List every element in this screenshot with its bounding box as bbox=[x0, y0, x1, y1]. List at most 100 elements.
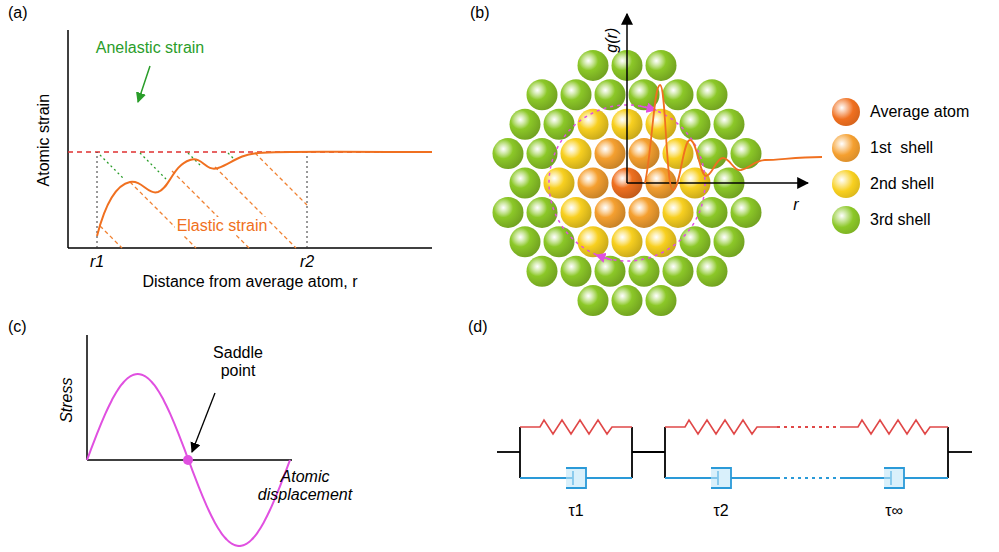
dashpot-cylinder bbox=[711, 468, 731, 488]
atom bbox=[527, 256, 558, 287]
kelvin-chain bbox=[497, 420, 972, 488]
dashpot-rod bbox=[904, 477, 948, 479]
atom bbox=[510, 109, 541, 140]
chain-wire bbox=[497, 451, 520, 453]
y-axis bbox=[86, 335, 88, 460]
axis-title: Atomic strain bbox=[35, 94, 53, 186]
shell-arrow bbox=[596, 255, 612, 260]
atom bbox=[646, 50, 677, 81]
panel-a bbox=[68, 30, 432, 248]
axis-title: g(r) bbox=[603, 28, 621, 53]
legend-label: Average atom bbox=[870, 103, 969, 121]
atom bbox=[680, 226, 711, 257]
x-axis bbox=[68, 247, 432, 249]
legend-entry: 2nd shell bbox=[832, 170, 934, 198]
atom bbox=[714, 226, 745, 257]
anelastic-leader bbox=[138, 66, 150, 102]
atom bbox=[680, 109, 711, 140]
axis-tick: r1 bbox=[90, 253, 104, 271]
atom bbox=[527, 138, 558, 169]
annotation: Saddle point bbox=[203, 344, 273, 381]
atom bbox=[493, 197, 524, 228]
atom bbox=[663, 79, 694, 110]
dashpot-rod bbox=[586, 477, 632, 479]
atom bbox=[561, 79, 592, 110]
atom bbox=[663, 197, 694, 228]
dashpot-rod bbox=[520, 477, 573, 479]
legend-label: 1st shell bbox=[870, 139, 933, 157]
atom bbox=[731, 138, 762, 169]
element-bar bbox=[519, 427, 521, 478]
atom bbox=[544, 226, 575, 257]
atom bbox=[595, 138, 626, 169]
continuation bbox=[777, 426, 840, 428]
legend-entry: Average atom bbox=[832, 98, 969, 126]
legend-entry: 1st shell bbox=[832, 134, 933, 162]
atom bbox=[629, 256, 660, 287]
time-constant: τ∞ bbox=[885, 502, 903, 520]
atom bbox=[629, 138, 660, 169]
atom bbox=[646, 109, 677, 140]
spring bbox=[520, 420, 632, 434]
legend-label: 3rd shell bbox=[870, 211, 930, 229]
atom bbox=[578, 168, 609, 199]
spring bbox=[665, 420, 777, 434]
atom bbox=[595, 197, 626, 228]
axis-title: Atomic displacement bbox=[255, 468, 355, 505]
atom bbox=[663, 256, 694, 287]
legend-entry: 3rd shell bbox=[832, 206, 930, 234]
saddle-leader bbox=[192, 393, 215, 452]
axis-title: Stress bbox=[59, 377, 77, 422]
panel-b bbox=[549, 14, 822, 261]
atom bbox=[731, 197, 762, 228]
legend-label: 2nd shell bbox=[870, 175, 934, 193]
r2-marker bbox=[307, 152, 308, 248]
legend-swatch bbox=[832, 170, 860, 198]
atom bbox=[578, 226, 609, 257]
atom bbox=[578, 50, 609, 81]
dashpot-cylinder bbox=[884, 468, 904, 488]
atom bbox=[544, 168, 575, 199]
atom bbox=[527, 197, 558, 228]
anelastic-hatch bbox=[100, 153, 234, 179]
annotation: Anelastic strain bbox=[96, 39, 205, 57]
atom bbox=[595, 79, 626, 110]
atom bbox=[697, 197, 728, 228]
axis-title: Distance from average atom, r bbox=[142, 273, 357, 291]
panel-letter: (a) bbox=[8, 4, 28, 22]
atom bbox=[561, 138, 592, 169]
atom bbox=[578, 285, 609, 316]
stress-curve bbox=[87, 374, 290, 546]
atom bbox=[612, 226, 643, 257]
chain-wire bbox=[632, 451, 665, 453]
axis-tick: r2 bbox=[300, 253, 314, 271]
saddle-dot bbox=[183, 455, 193, 465]
rdf-curve bbox=[645, 85, 822, 190]
atom bbox=[629, 197, 660, 228]
atom bbox=[612, 285, 643, 316]
legend-swatch bbox=[832, 98, 860, 126]
chain-wire bbox=[948, 451, 972, 453]
continuation bbox=[777, 477, 840, 479]
strain-curve bbox=[97, 152, 432, 236]
atom bbox=[646, 285, 677, 316]
panel-letter: (b) bbox=[470, 4, 490, 22]
dashpot-rod bbox=[840, 477, 891, 479]
atom bbox=[561, 256, 592, 287]
atom bbox=[697, 138, 728, 169]
time-constant: τ2 bbox=[713, 502, 728, 520]
legend-swatch bbox=[832, 134, 860, 162]
atom bbox=[510, 168, 541, 199]
atom bbox=[544, 109, 575, 140]
atom bbox=[527, 79, 558, 110]
atom bbox=[697, 256, 728, 287]
g-axis bbox=[626, 14, 628, 183]
element-bar bbox=[664, 427, 666, 478]
panel-c bbox=[87, 335, 292, 546]
atom bbox=[493, 138, 524, 169]
panel-letter: (d) bbox=[468, 318, 488, 336]
dashpot-rod bbox=[665, 477, 718, 479]
panel-letter: (c) bbox=[8, 318, 27, 336]
atom bbox=[510, 226, 541, 257]
atom bbox=[714, 109, 745, 140]
